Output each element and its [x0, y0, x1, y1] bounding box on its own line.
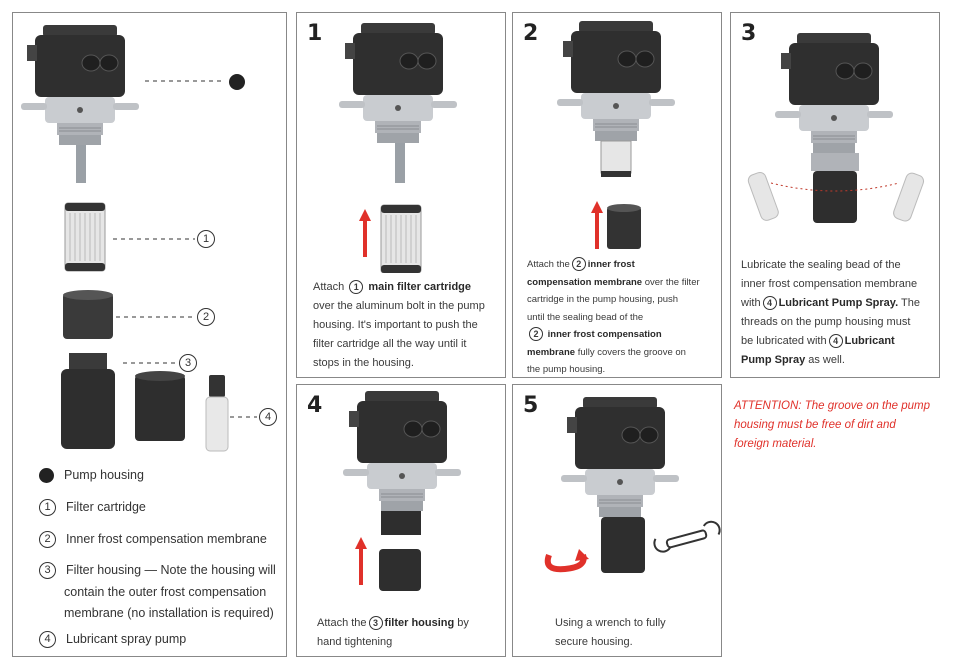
step-5-panel: 5 Using a wrench to fully secure housing… [512, 384, 722, 657]
step-1-text: Attach 1 main filter cartridge over the … [313, 280, 485, 369]
step-number: 3 [741, 21, 757, 46]
step-2-illustration [556, 20, 676, 249]
step-3-panel: 3 Lubricate the sealing bead of the inne… [730, 12, 940, 378]
step-1-illustration [338, 22, 458, 273]
parts-illustration [20, 24, 257, 452]
step-number: 4 [307, 393, 323, 418]
pump-housing-dot-icon [39, 468, 54, 484]
attention-note: ATTENTION: The groove on the pump housin… [734, 400, 931, 450]
step-3-text: Lubricate the sealing bead of the inner … [741, 259, 920, 366]
step-number: 5 [523, 393, 539, 418]
step-5-illustration [544, 396, 721, 573]
wrench-icon [653, 520, 721, 553]
step-number: 1 [307, 21, 323, 46]
step-5-text: Using a wrench to fully secure housing. [555, 617, 666, 648]
step-4-illustration [342, 390, 462, 591]
step-1-panel: 1 Attach 1 main filter cartridge over th… [296, 12, 506, 378]
step-3-illustration [747, 32, 925, 223]
callout-4: 4 [259, 408, 277, 426]
step-number: 2 [523, 21, 539, 46]
callout-2: 2 [197, 308, 215, 326]
legend-filter-housing-line2: contain the outer frost compensation [64, 585, 267, 599]
callout-1: 1 [197, 230, 215, 248]
legend-filter-housing-line3: membrane (no installation is required) [64, 606, 274, 620]
legend-pump-housing: Pump housing [39, 465, 144, 485]
callout-3: 3 [179, 354, 197, 372]
